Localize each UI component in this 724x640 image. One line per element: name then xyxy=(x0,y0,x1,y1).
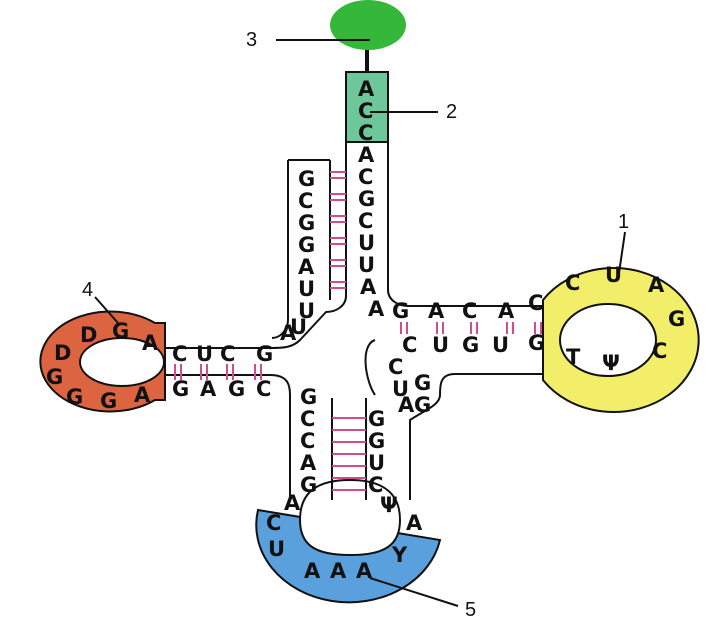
t-loop-base: Ψ xyxy=(602,351,620,375)
anticodon-loop-base: A xyxy=(356,559,373,583)
d-loop-base: G xyxy=(100,389,117,413)
t-arm-bottom-base: G xyxy=(528,331,545,355)
anticodon-loop-base: Y xyxy=(391,543,408,567)
d-loop-base: G xyxy=(112,319,129,343)
anticodon-left-base: G xyxy=(300,473,317,497)
anticodon-right-base: G xyxy=(368,407,385,431)
acceptor-left-base: U xyxy=(290,315,307,339)
anticodon-right-base: C xyxy=(368,473,383,497)
acceptor-left-base: U xyxy=(298,299,315,323)
d-loop-base: G xyxy=(66,385,83,409)
d-arm-bottom-base: G xyxy=(228,377,245,401)
t-arm-bottom-base: U xyxy=(432,333,449,357)
acceptor-right-base: A xyxy=(368,297,385,321)
t-arm-top-base: C xyxy=(528,291,543,315)
anticodon-right-base: U xyxy=(368,451,385,475)
anticodon-loop-base: Ψ xyxy=(380,493,398,517)
anticodon-loop-base: U xyxy=(268,537,285,561)
acceptor-right-base: A xyxy=(360,275,377,299)
d-arm-top-base: C xyxy=(172,342,187,366)
variable-region-base: C xyxy=(388,355,403,379)
t-loop-base: U xyxy=(605,263,622,287)
acceptor-left-base: G xyxy=(298,233,315,257)
d-arm-bottom-base: G xyxy=(172,377,189,401)
d-arm-top-base: U xyxy=(196,342,213,366)
anticodon-left-base: A xyxy=(300,451,317,475)
callout-2: 2 xyxy=(446,101,457,123)
callout-1: 1 xyxy=(618,211,629,233)
t-arm-top-base: A xyxy=(428,299,445,323)
acceptor-right-base: U xyxy=(358,231,375,255)
d-loop-base: G xyxy=(46,365,63,389)
t-loop-base: C xyxy=(652,339,667,363)
t-arm-top-base: C xyxy=(462,299,477,323)
acceptor-right-base: C xyxy=(358,209,373,233)
t-loop-base: A xyxy=(648,273,665,297)
t-arm-bottom-base: C xyxy=(402,333,417,357)
base-pair-lines xyxy=(174,171,542,491)
callout-3: 3 xyxy=(246,29,257,51)
d-loop-base: D xyxy=(80,323,97,347)
acceptor-right-base: U xyxy=(358,253,375,277)
acceptor-right-base: C xyxy=(358,165,373,189)
acceptor-end-base: C xyxy=(358,99,373,123)
callout-line-4 xyxy=(94,296,119,324)
acceptor-left-base: A xyxy=(280,321,297,345)
acceptor-left-base: G xyxy=(298,167,315,191)
t-arm-top-base: G xyxy=(392,299,409,323)
callout-4: 4 xyxy=(82,279,93,301)
t-loop-base: T xyxy=(566,345,581,369)
d-arm-bottom-base: C xyxy=(256,377,271,401)
anticodon-left-base: C xyxy=(300,407,315,431)
acceptor-end-base: C xyxy=(358,121,373,145)
callout-line-5 xyxy=(369,577,459,607)
anticodon-right-base: G xyxy=(368,429,385,453)
d-arm-bottom-base: A xyxy=(200,377,217,401)
variable-region-base: U xyxy=(392,377,409,401)
d-loop-base: A xyxy=(142,331,159,355)
acceptor-left-base: G xyxy=(298,211,315,235)
variable-region-base: A xyxy=(398,393,415,417)
anticodon-loop-base: A xyxy=(304,559,321,583)
anticodon-left-base: A xyxy=(284,491,301,515)
anticodon-loop-base: A xyxy=(406,511,423,535)
acceptor-end-base: A xyxy=(358,77,375,101)
t-arm-bottom-base: U xyxy=(492,333,509,357)
acceptor-left-base: C xyxy=(298,189,313,213)
t-arm-bottom-base: G xyxy=(462,333,479,357)
t-arm-top-base: A xyxy=(498,299,515,323)
amino-acid-ball xyxy=(330,0,406,50)
acceptor-left-base: U xyxy=(298,277,315,301)
acceptor-left-base: A xyxy=(298,255,315,279)
d-arm-top-base: G xyxy=(256,342,273,366)
variable-region-base: G xyxy=(414,393,431,417)
anticodon-loop-base: A xyxy=(330,559,347,583)
anticodon-left-base: C xyxy=(300,429,315,453)
callout-5: 5 xyxy=(465,599,476,621)
anticodon-loop-base: C xyxy=(266,511,281,535)
acceptor-right-base: G xyxy=(358,187,375,211)
d-loop-base: D xyxy=(54,341,71,365)
t-loop-base: C xyxy=(565,271,580,295)
trna-backbone-outline xyxy=(165,72,543,500)
anticodon-left-base: G xyxy=(300,385,317,409)
variable-region-base: G xyxy=(414,371,431,395)
acceptor-right-base: A xyxy=(358,143,375,167)
t-loop-base: G xyxy=(668,307,685,331)
d-arm-top-base: C xyxy=(220,342,235,366)
callout-line-1 xyxy=(617,231,626,281)
d-loop-base: A xyxy=(134,383,151,407)
